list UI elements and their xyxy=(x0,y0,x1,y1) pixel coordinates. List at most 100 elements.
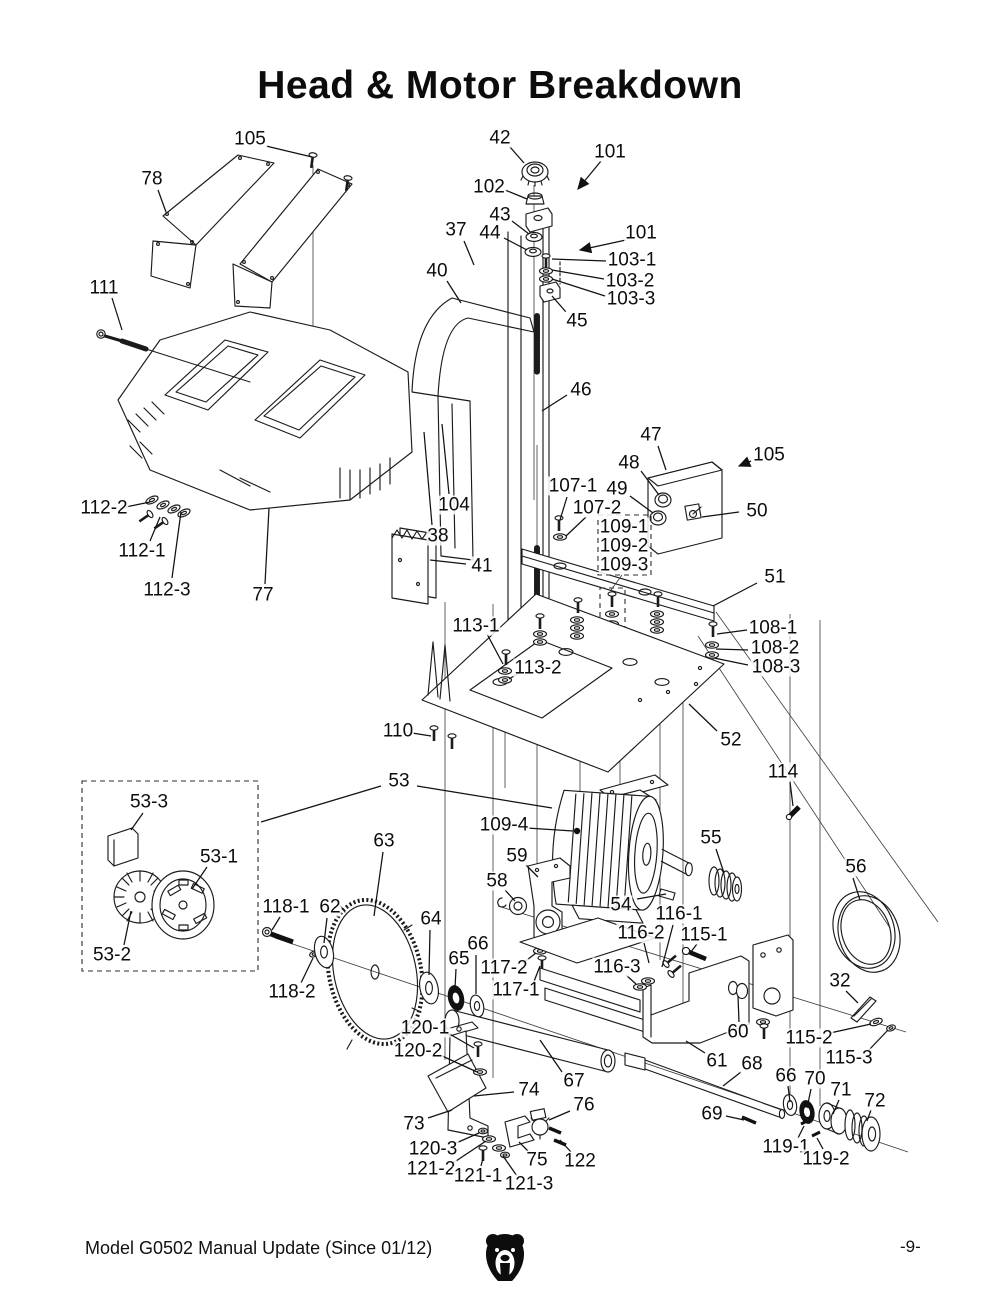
callout-112-3-32: 112-3 xyxy=(142,579,192,601)
leader-line-49 xyxy=(629,495,654,514)
motor-internals-box xyxy=(81,780,259,972)
leader-line-32 xyxy=(845,990,859,1004)
leader-line-103-3 xyxy=(551,278,606,297)
callout-101-8: 101 xyxy=(624,222,658,244)
callout-118-1-56: 118-1 xyxy=(261,896,311,918)
callout-53-2-45: 53-2 xyxy=(91,944,133,966)
callout-75-87: 75 xyxy=(525,1149,549,1171)
leader-line-70 xyxy=(806,1088,812,1109)
leader-line-74 xyxy=(473,1091,515,1097)
callout-116-3-63: 116-3 xyxy=(592,956,642,978)
leader-line-42 xyxy=(509,146,525,164)
leader-line-50 xyxy=(701,511,740,518)
leader-line-110 xyxy=(411,732,432,737)
leader-line-63 xyxy=(373,851,384,917)
leader-line-41 xyxy=(429,559,467,565)
leader-line-59 xyxy=(525,864,539,878)
callout-74-81: 74 xyxy=(517,1079,541,1101)
callout-119-1-79: 119-1 xyxy=(761,1136,811,1158)
mount-plate-41 xyxy=(391,527,437,605)
callout-115-3-70: 115-3 xyxy=(824,1047,874,1069)
callout-43-5: 43 xyxy=(488,204,512,226)
leader-line-65 xyxy=(454,968,457,989)
callout-46-14: 46 xyxy=(569,379,593,401)
leader-line-78 xyxy=(157,189,167,213)
callout-76-83: 76 xyxy=(572,1094,596,1116)
callout-115-2-69: 115-2 xyxy=(784,1027,834,1049)
crossbar-51 xyxy=(521,548,715,622)
leader-line-113-1 xyxy=(486,633,504,665)
callout-121-2-85: 121-2 xyxy=(405,1158,457,1180)
leader-line-112-3 xyxy=(171,511,182,579)
callout-72-76: 72 xyxy=(863,1090,887,1112)
leader-line-48 xyxy=(640,470,660,496)
leader-line-116-1 xyxy=(661,924,674,968)
leader-line-54 xyxy=(636,893,667,900)
leader-line-101 xyxy=(578,239,627,254)
callout-42-2: 42 xyxy=(488,127,512,149)
callout-77-33: 77 xyxy=(251,584,275,606)
leader-line-121-2 xyxy=(452,1140,487,1164)
leader-line-119-2 xyxy=(816,1137,824,1150)
blade-guard-arm xyxy=(411,297,535,561)
callout-117-2-61: 117-2 xyxy=(479,957,529,979)
blade-63 xyxy=(325,897,425,1050)
callout-53-3-43: 53-3 xyxy=(128,791,170,813)
leader-line-118-1 xyxy=(271,916,281,931)
leader-line-52 xyxy=(688,703,718,732)
leader-line-64 xyxy=(428,929,431,976)
leader-line-37 xyxy=(463,240,475,266)
leader-line-111 xyxy=(111,297,123,331)
motor xyxy=(551,774,693,924)
leader-line-46 xyxy=(541,394,568,412)
callout-78-1: 78 xyxy=(140,168,164,190)
leader-line-109-4 xyxy=(526,827,574,832)
leader-line-115-3 xyxy=(867,1029,889,1052)
callout-51-26: 51 xyxy=(763,566,787,588)
base-plate-52 xyxy=(421,593,725,773)
leader-line-108-2 xyxy=(715,648,749,651)
callout-119-2-80: 119-2 xyxy=(801,1148,851,1170)
motor-pulley-55 xyxy=(708,866,743,902)
callout-66-73: 66 xyxy=(774,1065,798,1087)
leader-line-75 xyxy=(518,1141,529,1152)
leader-line-66 xyxy=(787,1085,791,1103)
callout-107-1-21: 107-1 xyxy=(547,475,599,497)
callout-47-16: 47 xyxy=(639,424,663,446)
leader-line-102 xyxy=(504,189,528,200)
callout-110-39: 110 xyxy=(381,720,415,742)
callout-41-36: 41 xyxy=(470,555,494,577)
callout-67-77: 67 xyxy=(562,1070,586,1092)
leader-line-53-1 xyxy=(191,866,208,890)
callout-104-35: 104 xyxy=(437,494,471,516)
callout-63-46: 63 xyxy=(372,830,396,852)
leader-line-105 xyxy=(737,456,752,467)
key-69 xyxy=(741,1115,757,1125)
leader-line-53 xyxy=(416,785,553,809)
leader-line-47 xyxy=(657,445,667,471)
callout-32-64: 32 xyxy=(828,970,852,992)
leader-line-72 xyxy=(866,1109,872,1122)
leader-line-108-3 xyxy=(713,657,749,666)
drive-belt-56 xyxy=(832,891,901,973)
plate-32 xyxy=(850,996,877,1023)
leader-line-68 xyxy=(722,1071,742,1087)
callout-58-51: 58 xyxy=(485,870,509,892)
leader-line-43 xyxy=(511,220,530,235)
callout-109-4-47: 109-4 xyxy=(478,814,530,836)
callout-40-12: 40 xyxy=(425,260,449,282)
callout-121-3-89: 121-3 xyxy=(503,1173,555,1195)
callout-108-1-27: 108-1 xyxy=(747,617,799,639)
leader-line-38 xyxy=(423,431,433,526)
belt-cover-panels xyxy=(150,150,354,309)
leader-line-105 xyxy=(265,145,313,158)
leader-line-60 xyxy=(737,995,740,1023)
leader-line-62 xyxy=(323,917,328,944)
callout-70-74: 70 xyxy=(803,1068,827,1090)
callout-62-57: 62 xyxy=(318,896,342,918)
leader-line-103-1 xyxy=(551,258,607,262)
callout-54-52: 54 xyxy=(609,894,633,916)
callout-112-1-31: 112-1 xyxy=(117,540,167,562)
